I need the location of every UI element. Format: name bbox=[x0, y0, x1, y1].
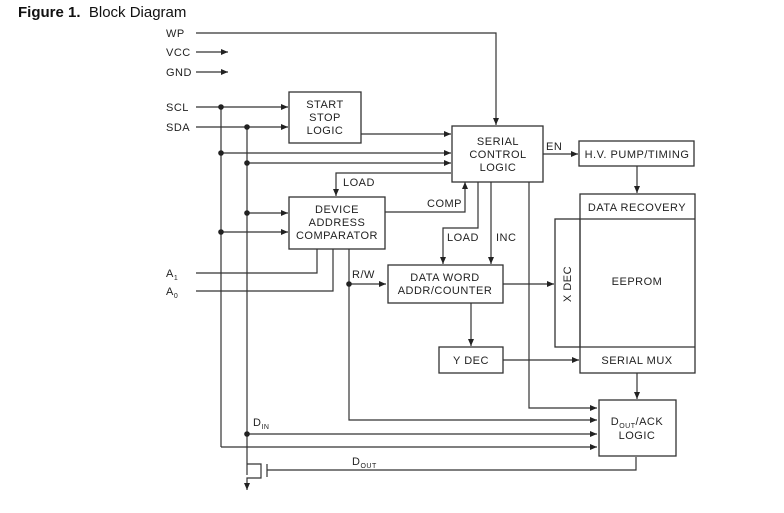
hv-pump-timing-block: H.V. PUMP/TIMING bbox=[578, 140, 695, 167]
rw-wire bbox=[348, 249, 597, 423]
figure-title: Figure 1. Block Diagram bbox=[18, 4, 186, 21]
label-load-top: LOAD bbox=[343, 177, 375, 189]
svg-text:CONTROL: CONTROL bbox=[469, 149, 526, 161]
svg-text:X DEC: X DEC bbox=[562, 266, 574, 302]
figure-number: Figure 1. bbox=[18, 4, 81, 21]
pin-sda: SDA bbox=[166, 122, 190, 134]
eeprom-block: DATA RECOVERY EEPROM SERIAL MUX bbox=[579, 193, 696, 374]
junction-dot bbox=[244, 124, 250, 130]
junction-dot bbox=[218, 229, 224, 235]
svg-text:ADDRESS: ADDRESS bbox=[309, 217, 366, 229]
svg-text:COMPARATOR: COMPARATOR bbox=[296, 230, 378, 242]
wp-wire bbox=[196, 32, 499, 125]
svg-text:H.V. PUMP/TIMING: H.V. PUMP/TIMING bbox=[585, 149, 690, 161]
svg-text:LOGIC: LOGIC bbox=[619, 430, 656, 442]
label-en: EN bbox=[546, 141, 562, 153]
svg-text:SERIAL: SERIAL bbox=[477, 136, 519, 148]
svg-text:ADDR/COUNTER: ADDR/COUNTER bbox=[398, 285, 493, 297]
label-inc: INC bbox=[496, 232, 516, 244]
dout-ack-logic-block: DOUT/ACK LOGIC bbox=[598, 399, 677, 457]
eeprom-label: EEPROM bbox=[612, 276, 663, 288]
junction-dot bbox=[244, 431, 250, 437]
svg-text:DOUT/ACK: DOUT/ACK bbox=[611, 416, 664, 430]
device-address-comparator-block: DEVICE ADDRESS COMPARATOR bbox=[288, 196, 386, 250]
figure-caption: Block Diagram bbox=[88, 4, 187, 21]
data-word-counter-block: DATA WORD ADDR/COUNTER bbox=[387, 264, 504, 304]
junction-dot bbox=[346, 281, 352, 287]
pin-vcc: VCC bbox=[166, 47, 191, 59]
pin-wp: WP bbox=[166, 28, 185, 40]
svg-text:DATA WORD: DATA WORD bbox=[410, 272, 479, 284]
load-wire-top bbox=[333, 172, 451, 196]
y-dec-block: Y DEC bbox=[438, 346, 504, 374]
junction-dot bbox=[244, 210, 250, 216]
label-din: DIN bbox=[253, 417, 269, 431]
serial-control-logic-block: SERIAL CONTROL LOGIC bbox=[451, 125, 544, 183]
svg-text:Y DEC: Y DEC bbox=[453, 355, 489, 367]
pin-scl: SCL bbox=[166, 102, 189, 114]
svg-text:START: START bbox=[306, 99, 344, 111]
a1-wire bbox=[196, 249, 318, 274]
serial-mux-label: SERIAL MUX bbox=[601, 355, 672, 367]
a0-wire bbox=[196, 249, 334, 292]
pin-a0: A0 bbox=[166, 286, 178, 300]
pin-gnd: GND bbox=[166, 67, 192, 79]
junction-dot bbox=[218, 104, 224, 110]
transistor-channel bbox=[244, 463, 262, 490]
dout-wire bbox=[267, 457, 637, 471]
label-rw: R/W bbox=[352, 269, 375, 281]
label-load-mid: LOAD bbox=[447, 232, 479, 244]
label-comp: COMP bbox=[427, 198, 462, 210]
svg-text:LOGIC: LOGIC bbox=[307, 125, 344, 137]
start-stop-logic-block: START STOP LOGIC bbox=[288, 91, 362, 144]
label-dout: DOUT bbox=[352, 456, 377, 470]
junction-dot bbox=[244, 160, 250, 166]
control-to-ack bbox=[528, 182, 597, 411]
load-wire-mid bbox=[440, 182, 479, 264]
junction-dot bbox=[218, 150, 224, 156]
comp-wire bbox=[385, 182, 468, 213]
data-recovery-label: DATA RECOVERY bbox=[588, 202, 686, 214]
svg-text:STOP: STOP bbox=[309, 112, 341, 124]
svg-text:DEVICE: DEVICE bbox=[315, 204, 359, 216]
pin-a1: A1 bbox=[166, 268, 178, 282]
svg-text:LOGIC: LOGIC bbox=[480, 162, 517, 174]
